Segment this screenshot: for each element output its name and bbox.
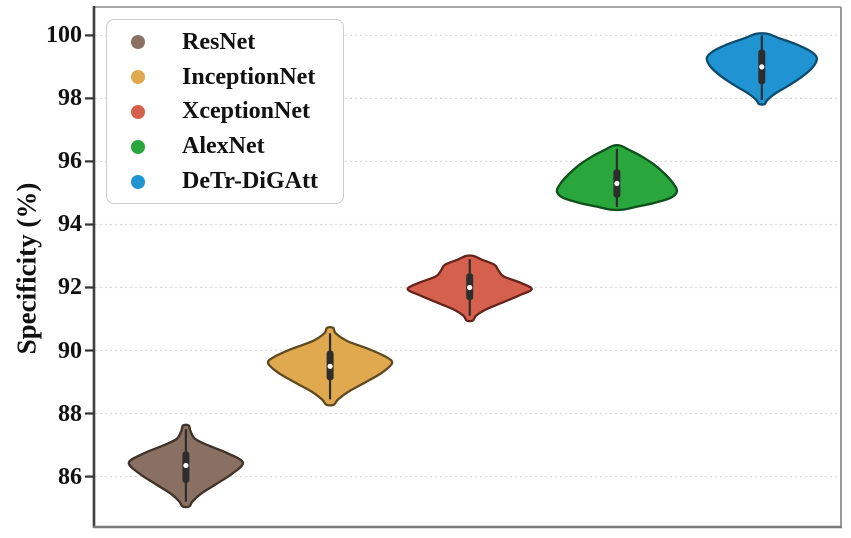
legend-item-alexnet: AlexNet: [107, 129, 343, 164]
legend-marker-icon: [131, 174, 145, 189]
y-tick-label-92: 92: [58, 274, 82, 301]
legend-item-inceptionnet: InceptionNet: [107, 60, 343, 95]
legend-label: ResNet: [182, 28, 256, 55]
legend-marker-icon: [131, 139, 145, 154]
legend-marker-icon: [131, 35, 145, 50]
legend-item-resnet: ResNet: [107, 25, 343, 60]
legend-label: DeTr-DiGAtt: [182, 168, 318, 195]
y-tick-label-96: 96: [58, 148, 82, 175]
y-tick-label-88: 88: [58, 400, 82, 427]
y-tick-label-94: 94: [58, 211, 82, 238]
y-tick-label-98: 98: [58, 85, 82, 112]
legend-marker-icon: [131, 104, 145, 119]
legend-item-detr-digatt: DeTr-DiGAtt: [107, 164, 343, 199]
legend-item-xceptionnet: XceptionNet: [107, 95, 343, 130]
legend-label: XceptionNet: [182, 98, 310, 125]
median-dot-detr-digatt: [759, 64, 765, 70]
y-tick-label-86: 86: [58, 463, 82, 490]
median-dot-alexnet: [614, 180, 620, 187]
legend-marker-icon: [131, 70, 145, 85]
y-tick-label-100: 100: [46, 22, 82, 49]
median-dot-xceptionnet: [467, 284, 473, 291]
y-tick-label-90: 90: [58, 337, 82, 364]
median-dot-inceptionnet: [327, 363, 333, 369]
legend-label: AlexNet: [182, 133, 265, 160]
legend-label: InceptionNet: [182, 63, 316, 90]
median-dot-resnet: [183, 462, 189, 469]
